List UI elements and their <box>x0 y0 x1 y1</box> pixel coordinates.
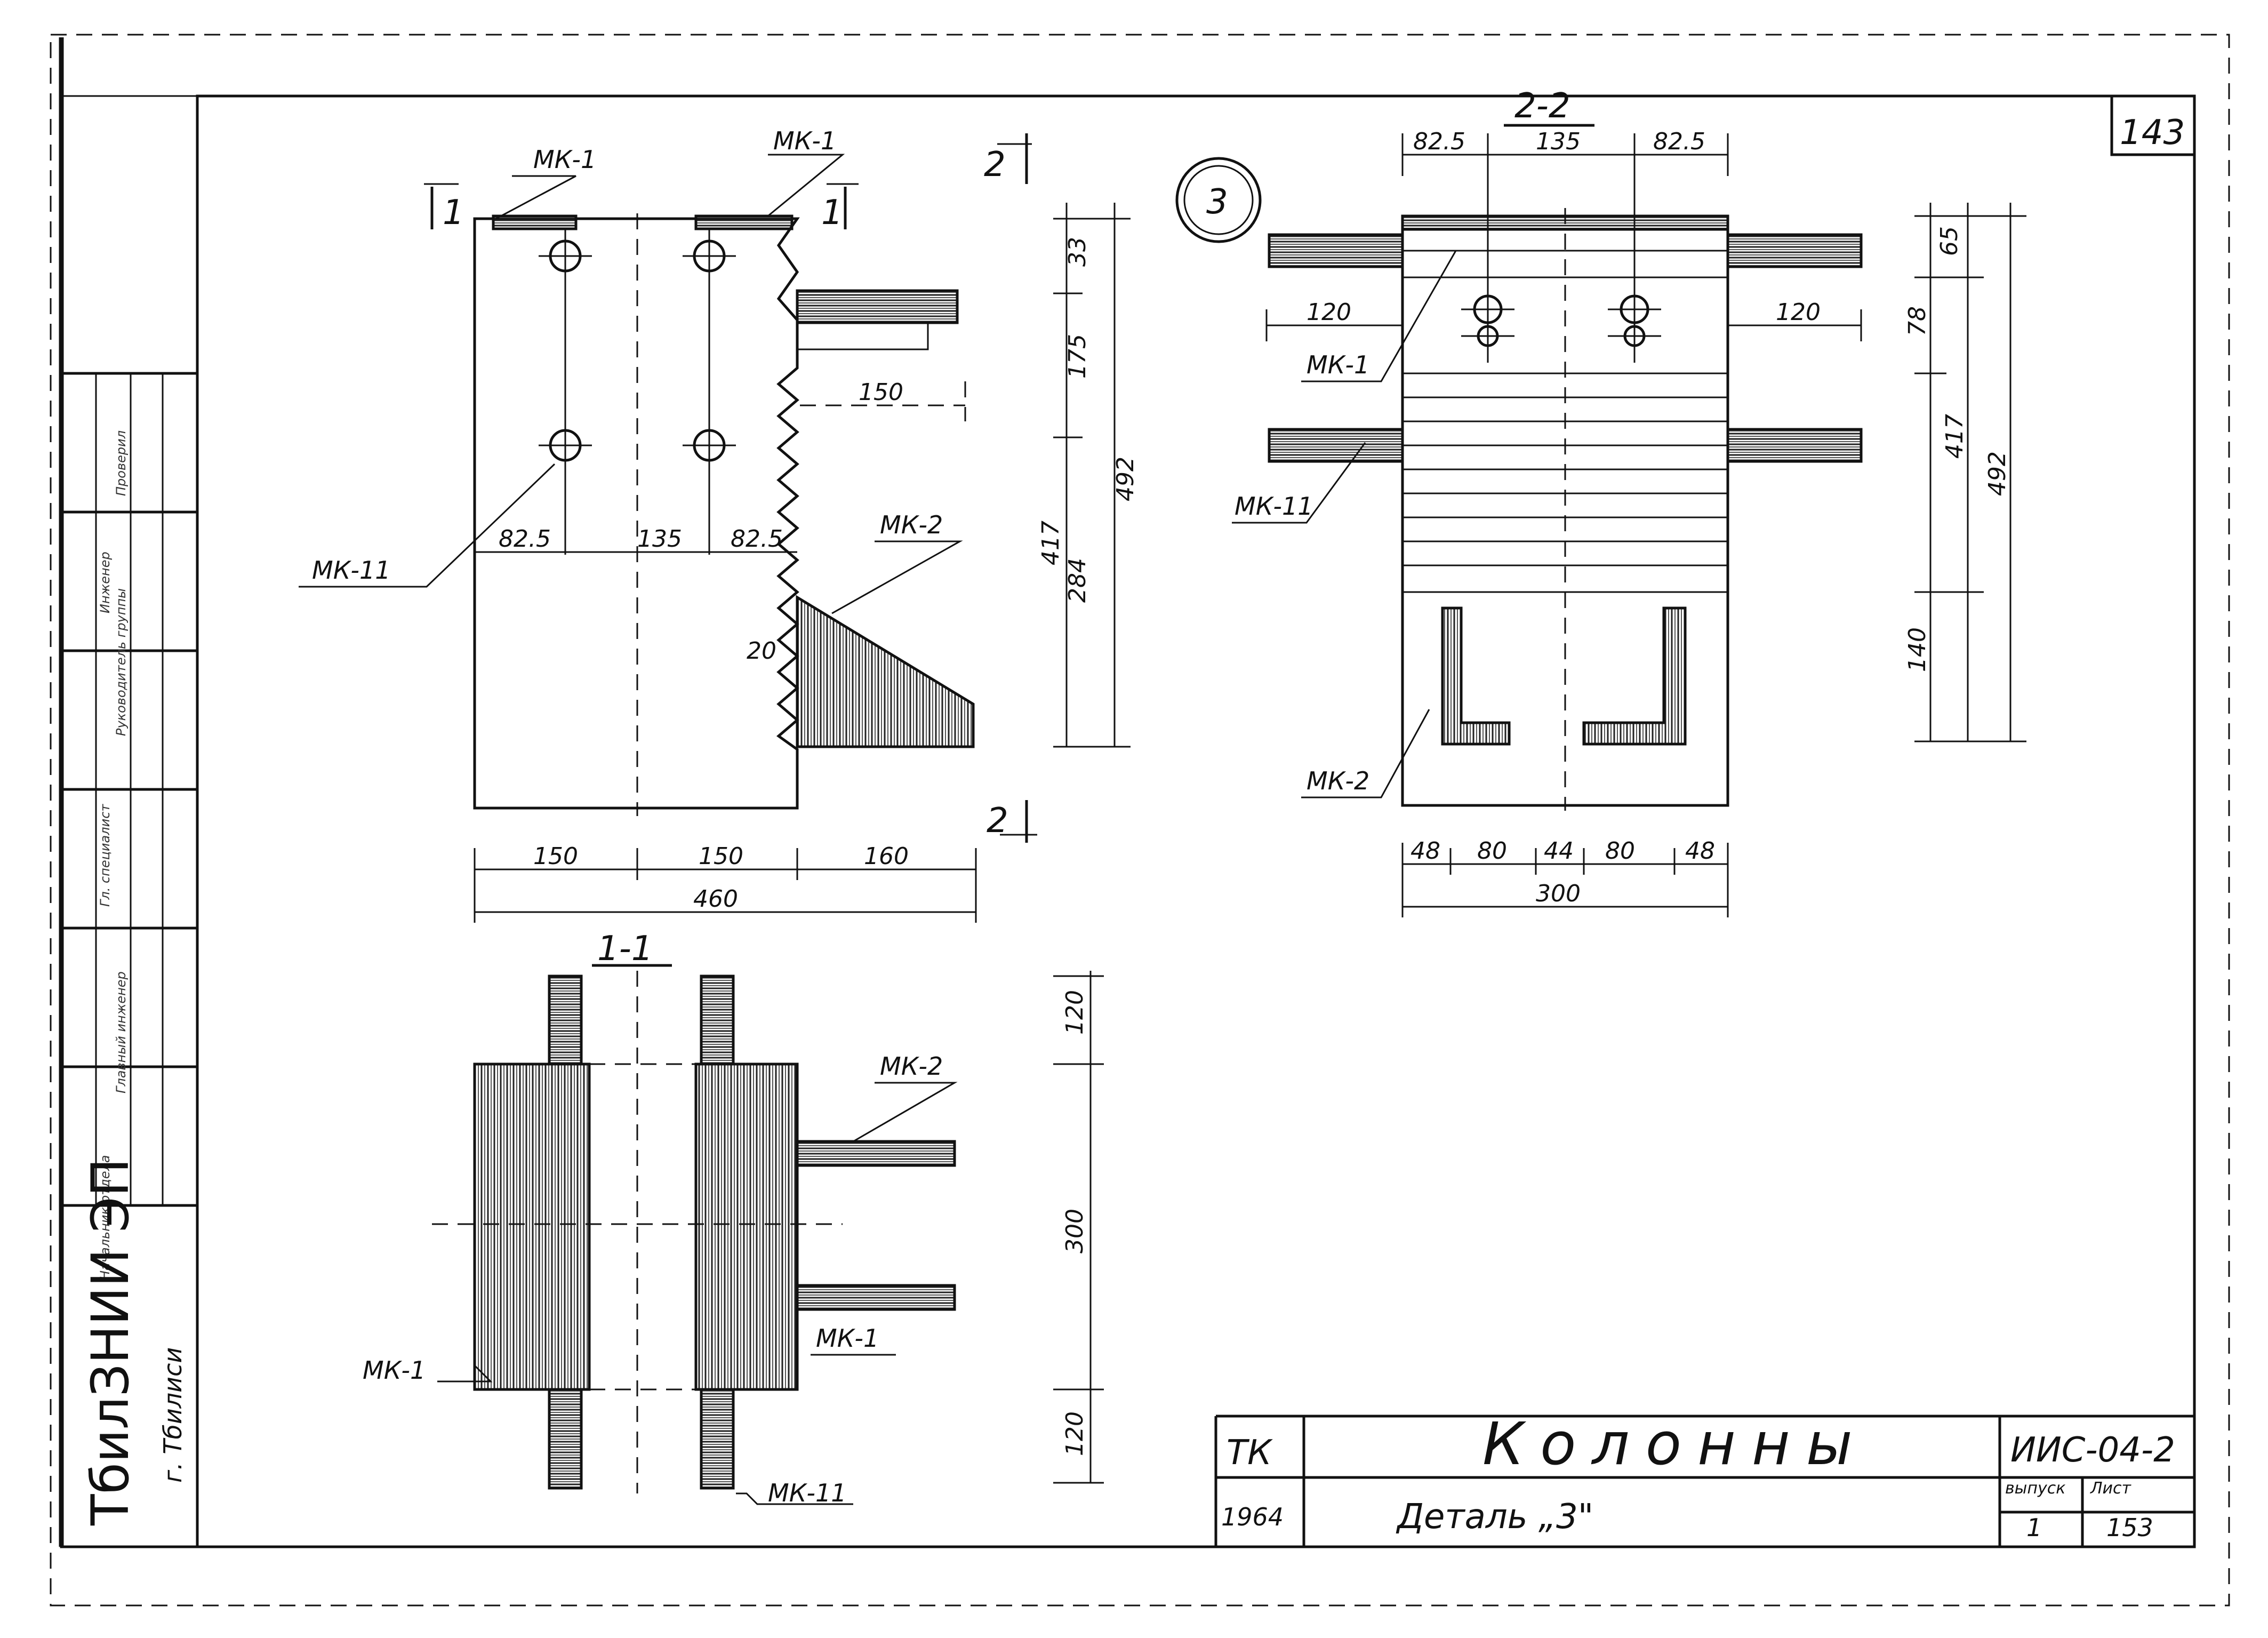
drawing-title: Колонны <box>1482 1410 1869 1478</box>
title-block: ТК 1964 Колонны Деталь „3" ИИС-04-2 выпу… <box>1214 1410 2194 1547</box>
dim-vertical: 33 <box>1064 237 1091 267</box>
dim: 80 <box>1605 837 1635 865</box>
label-mk1: МК-1 <box>1307 350 1369 379</box>
label-mk1: МК-1 <box>363 1356 426 1385</box>
dim: 82.5 <box>731 525 783 553</box>
dim: 300 <box>1536 880 1581 907</box>
label-mk1: МК-1 <box>773 126 836 155</box>
label-mk11: МК-11 <box>768 1479 846 1507</box>
dim: 150 <box>699 843 743 870</box>
sheet-number: 153 <box>2106 1513 2153 1542</box>
dim-20: 20 <box>747 637 776 665</box>
dim-vertical: 120 <box>1061 990 1088 1035</box>
dim-vertical: 65 <box>1936 226 1963 256</box>
section-marker: 1 <box>821 193 843 233</box>
detail-marker: 3 <box>1175 157 1262 243</box>
label-mk1: МК-1 <box>816 1324 879 1353</box>
dim-vertical: 492 <box>1112 457 1139 501</box>
dim: 460 <box>693 885 738 913</box>
dim-vertical: 284 <box>1064 558 1091 603</box>
dim: 48 <box>1411 837 1440 865</box>
label-mk2: МК-2 <box>1307 766 1369 795</box>
issue-label: выпуск <box>2005 1479 2065 1498</box>
dim-vertical: 175 <box>1064 334 1091 379</box>
label-mk11: МК-11 <box>1235 492 1313 521</box>
dim: 150 <box>533 843 578 870</box>
dim-vertical: 140 <box>1904 627 1931 672</box>
org-code: ТК <box>1227 1433 1273 1473</box>
page-number-box: 143 <box>2110 96 2194 156</box>
mk1-plate-left <box>492 214 578 230</box>
label-mk2: МК-2 <box>880 1052 943 1081</box>
stamp-line: Инженер <box>98 552 113 613</box>
section-marker: 1 <box>443 193 464 233</box>
dim: 48 <box>1685 837 1715 865</box>
stamp-line: Начальник отдела <box>98 1155 113 1280</box>
dim-vertical: 417 <box>1941 414 1968 459</box>
organization-city: г. Тбилиси <box>158 1347 187 1483</box>
label-mk11: МК-11 <box>312 556 390 585</box>
stamp-line: Гл. специалист <box>98 804 113 907</box>
outer-frame <box>50 34 2230 1607</box>
column-flange-right <box>694 1062 799 1391</box>
label-mk2: МК-2 <box>880 510 943 539</box>
mk2-gusset <box>796 595 975 748</box>
stamp-line: Руководитель группы <box>114 588 129 736</box>
angle-right <box>1582 606 1687 746</box>
section-marker: 2 <box>987 801 1008 841</box>
bolt-holes <box>539 229 736 555</box>
mk11-bar <box>796 289 959 324</box>
mk1-plate-right <box>694 214 794 230</box>
stamp-line: Главный инженер <box>114 971 129 1093</box>
dim: 44 <box>1544 837 1574 865</box>
dim: 135 <box>1536 128 1581 155</box>
dim: 82.5 <box>1653 128 1705 155</box>
dim-vertical: 417 <box>1037 521 1064 565</box>
column-flange-left <box>473 1062 591 1391</box>
dim: 160 <box>864 843 909 870</box>
left-stamp-column: Начальник отдела Главный инженер Гл. спе… <box>61 372 197 1526</box>
page-number: 143 <box>2120 113 2185 153</box>
stamp-line: Проверил <box>114 430 129 496</box>
dim: 82.5 <box>1413 128 1465 155</box>
angle-left <box>1441 606 1511 746</box>
section-2-2: 2-2 82.5 135 82.5 120 120 <box>1232 86 2026 917</box>
bolt-holes <box>1461 149 1661 363</box>
label-mk1: МК-1 <box>533 145 596 174</box>
dim-vertical: 300 <box>1061 1209 1088 1253</box>
dim: 120 <box>1307 299 1351 326</box>
sheet-label: Лист <box>2090 1479 2132 1498</box>
dim-vertical: 78 <box>1904 306 1931 336</box>
dim-vertical: 120 <box>1061 1411 1088 1456</box>
dim: 80 <box>1477 837 1507 865</box>
dim-vertical: 492 <box>1984 451 2011 496</box>
section-title: 2-2 <box>1514 86 1570 126</box>
section-marker: 2 <box>984 145 1006 185</box>
dim: 135 <box>637 525 682 553</box>
year: 1964 <box>1221 1503 1284 1531</box>
issue-number: 1 <box>2026 1513 2042 1542</box>
detail-number: 3 <box>1206 182 1228 222</box>
series-code: ИИС-04-2 <box>2010 1431 2175 1470</box>
dim: 82.5 <box>499 525 551 553</box>
dim: 120 <box>1776 299 1821 326</box>
elevation-view: 1 1 2 2 МК-1 МК-1 МК-11 МК-2 82.5 135 82… <box>299 126 1139 923</box>
organization-name: ТбилЗНИИ ЭП <box>81 1158 140 1526</box>
dim-150: 150 <box>859 379 903 406</box>
section-title: 1-1 <box>597 929 653 969</box>
section-1-1: 1-1 МК-2 МК-1 МК-1 МК-11 120 300 120 <box>363 929 1104 1507</box>
drawing-subtitle: Деталь „3" <box>1396 1497 1593 1537</box>
